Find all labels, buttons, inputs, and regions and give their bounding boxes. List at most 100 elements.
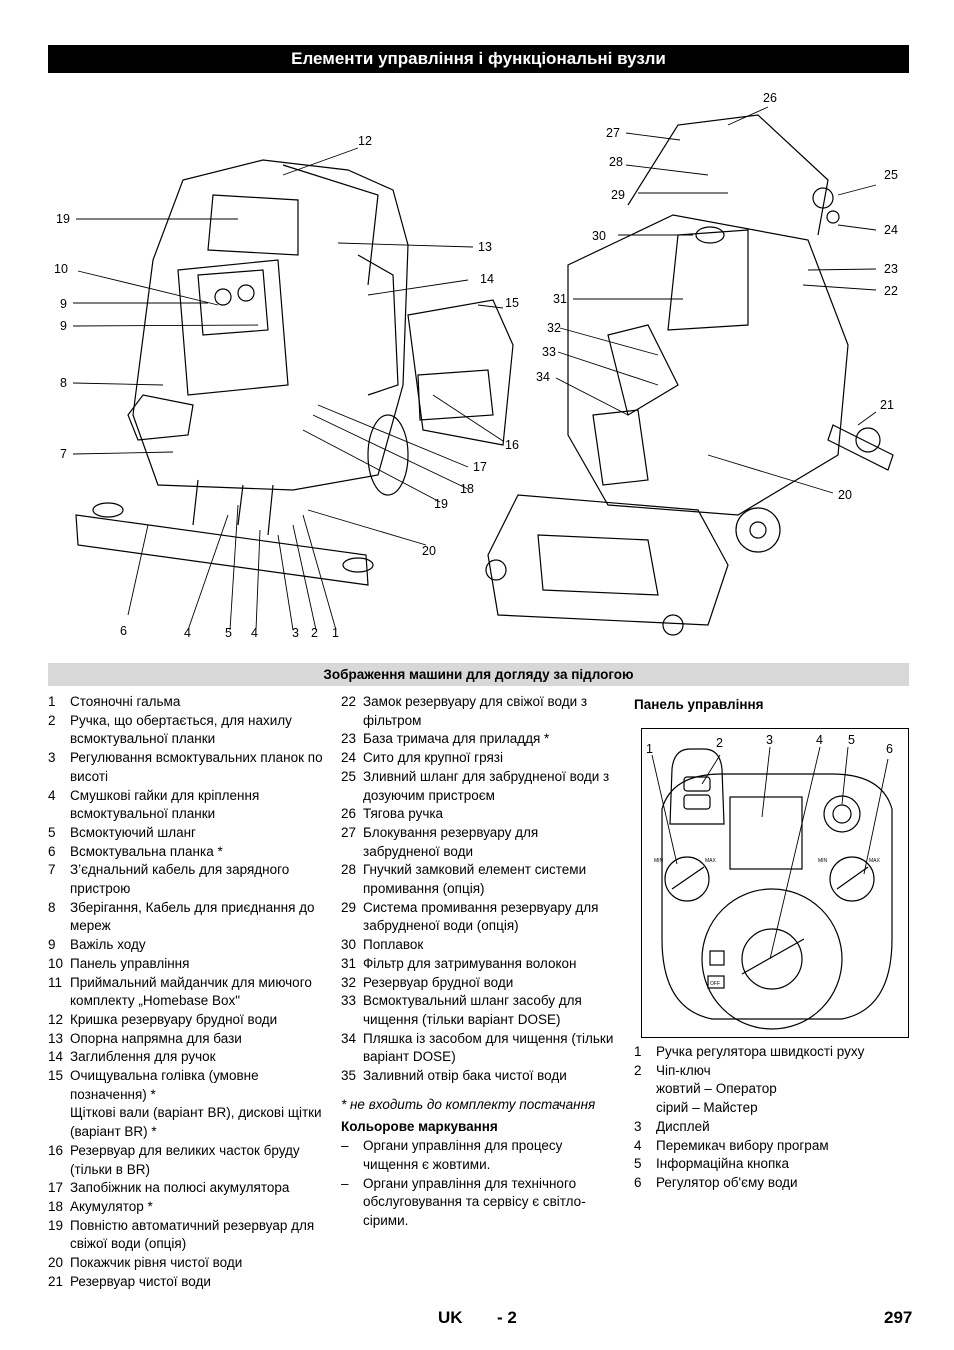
callout: 32 <box>547 321 561 335</box>
callout: 2 <box>311 626 318 640</box>
callout: 31 <box>553 292 567 306</box>
callout: 15 <box>505 296 519 310</box>
callout: 4 <box>184 626 191 640</box>
callout: 28 <box>609 155 623 169</box>
list-item: Щіткові вали (варіант BR), дискові щітки… <box>70 1105 322 1140</box>
list-item: –Органи управління для процесу чищення є… <box>341 1138 563 1172</box>
off-label: OFF <box>710 981 720 987</box>
callout: 23 <box>884 262 898 276</box>
callout: 14 <box>480 272 494 286</box>
panel-callout: 6 <box>886 742 893 756</box>
callout: 19 <box>434 497 448 511</box>
callout: 13 <box>478 240 492 254</box>
min-label: MIN <box>654 858 664 864</box>
callout: 5 <box>225 626 232 640</box>
callout: 29 <box>611 188 625 202</box>
panel-callout: 1 <box>646 742 653 756</box>
figure-caption: Зображення машини для догляду за підлого… <box>48 663 909 686</box>
callout: 4 <box>251 626 258 640</box>
callout: 17 <box>473 460 487 474</box>
callout: 18 <box>460 482 474 496</box>
callout: 24 <box>884 223 898 237</box>
panel-heading: Панель управління <box>634 697 764 712</box>
callout: 30 <box>592 229 606 243</box>
callout: 6 <box>120 624 127 638</box>
panel-callout: 3 <box>766 733 773 747</box>
footer-section-number: - 2 <box>497 1308 517 1327</box>
callout: 1 <box>332 626 339 640</box>
footnote: * не входить до комплекту постачання <box>341 1096 596 1112</box>
callout: 9 <box>60 319 67 333</box>
control-panel-figure: 1 2 3 4 5 6 MIN MAX MIN MAX OFF <box>641 728 909 1038</box>
callout: 26 <box>763 91 777 105</box>
legend-column-3: Панель управління <box>634 693 909 715</box>
callout: 12 <box>358 134 372 148</box>
callout: 34 <box>536 370 550 384</box>
callout: 20 <box>422 544 436 558</box>
callout: 19 <box>56 212 70 226</box>
callout: 33 <box>542 345 556 359</box>
callout: 16 <box>505 438 519 452</box>
page-title: Елементи управління і функціональні вузл… <box>48 45 909 73</box>
panel-callout: 4 <box>816 733 823 747</box>
callout: 7 <box>60 447 67 461</box>
callout: 22 <box>884 284 898 298</box>
callout: 20 <box>838 488 852 502</box>
max-label: MAX <box>869 858 881 864</box>
footer-language: UK <box>438 1308 463 1327</box>
max-label: MAX <box>705 858 717 864</box>
color-coding-heading: Кольорове маркування <box>341 1119 498 1135</box>
list-item: –Органи управління для технічного обслуг… <box>341 1175 586 1228</box>
chip-key-grey: сірий – Майстер <box>656 1100 758 1116</box>
min-label: MIN <box>818 858 828 864</box>
callout: 9 <box>60 297 67 311</box>
callout: 25 <box>884 168 898 182</box>
callout: 10 <box>54 262 68 276</box>
panel-callout: 2 <box>716 736 723 750</box>
callout: 3 <box>292 626 299 640</box>
chip-key-yellow: жовтий – Оператор <box>656 1081 777 1097</box>
callout: 27 <box>606 126 620 140</box>
machine-illustration: 19 10 9 9 8 7 12 13 14 15 16 17 18 19 20… <box>54 91 898 640</box>
